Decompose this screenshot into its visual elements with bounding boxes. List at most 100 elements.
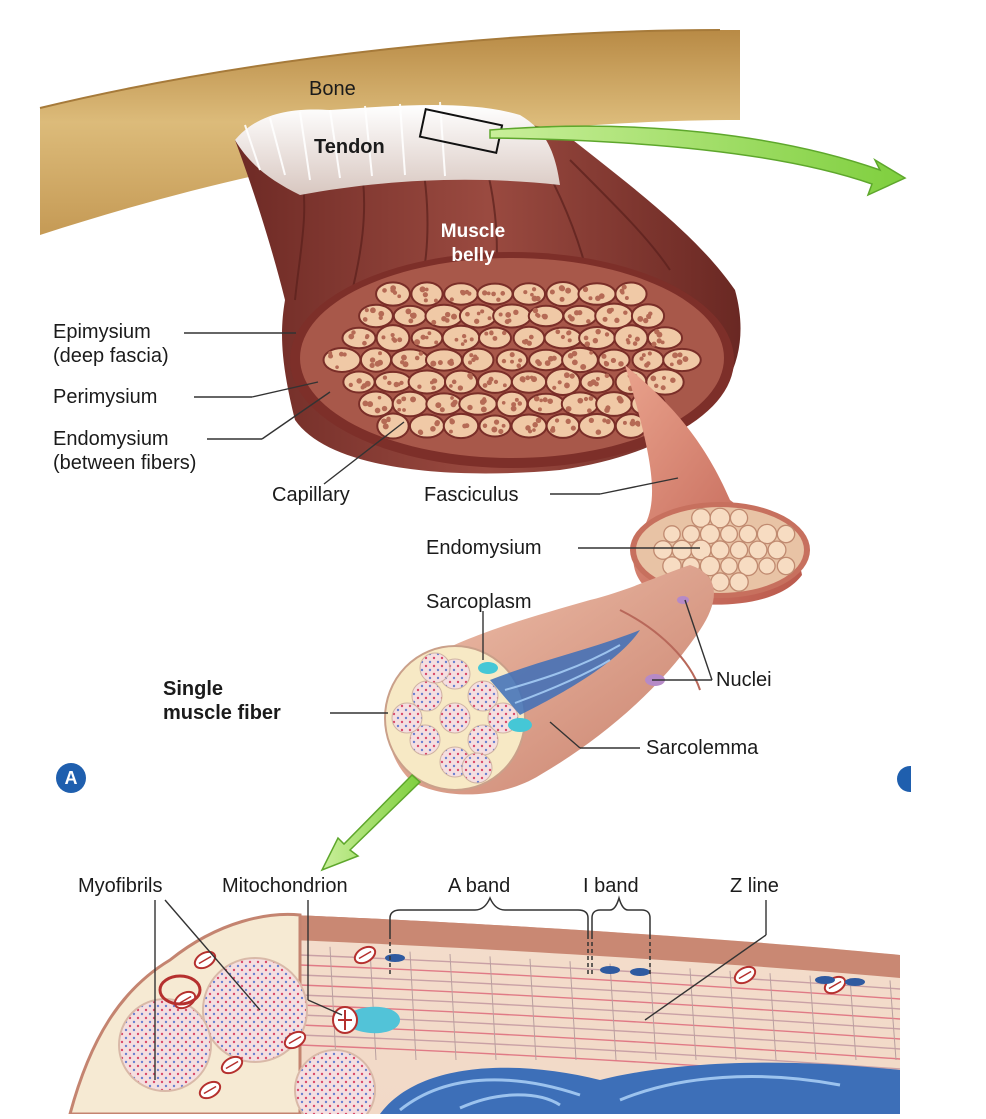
fiber-dot (444, 311, 451, 318)
fiber-dot (625, 338, 630, 342)
fiber-dot (523, 290, 528, 295)
fiber-dot (603, 361, 610, 367)
myofibril (461, 752, 493, 784)
fiber-dot (632, 341, 638, 346)
fiber-dot (480, 309, 485, 314)
z-disc-line (689, 968, 697, 1061)
fiber-bundle (748, 540, 768, 560)
fiber-dot (606, 308, 613, 314)
fiber-dot (530, 292, 534, 297)
fiber-dot (396, 382, 401, 387)
fiber-dot (533, 395, 540, 402)
mitochondrion-crista (358, 950, 372, 960)
fiber-bundle (710, 572, 730, 592)
fiber-myofibrils (391, 652, 519, 784)
fiber-dot (566, 330, 572, 335)
fiber-dot (449, 419, 455, 425)
fiber-dot (539, 398, 543, 403)
fiber-dot (423, 298, 428, 303)
fiber-dot (510, 359, 515, 364)
fiber-dot (577, 397, 584, 404)
fiber-dot (348, 382, 353, 388)
label-muscle-belly-2: belly (451, 245, 495, 266)
fiber-dot (491, 426, 498, 433)
mitochondrion-crista (178, 995, 192, 1005)
fascicle (458, 392, 498, 416)
fiber-dot (390, 332, 395, 338)
fiber-dot (587, 408, 592, 414)
z-disc-line (649, 965, 657, 1061)
fascicle (408, 413, 446, 439)
fiber-dot (559, 285, 566, 292)
fiber-dot (419, 286, 426, 293)
fiber-dot (401, 354, 407, 361)
fiber-dot (461, 333, 467, 339)
fascicle (645, 368, 685, 396)
label-a-band: A band (448, 875, 511, 897)
striation-line (299, 984, 901, 1020)
fiber-dot (532, 428, 536, 432)
fiber-bundle (699, 555, 721, 577)
fiber-dot (621, 284, 627, 290)
fiber-dot (467, 291, 472, 296)
myofibril (467, 680, 499, 712)
fiber-dot (468, 360, 473, 365)
fiber-dot (501, 358, 507, 364)
fiber-dot (382, 423, 389, 430)
fiber-dot (536, 360, 542, 367)
label-capillary: Capillary (272, 484, 350, 506)
fiber-dot (548, 355, 554, 362)
fiber-dot (618, 361, 624, 367)
z-disc-line (609, 963, 617, 1061)
fiber-dot (559, 296, 565, 302)
mitochondrion-crista (198, 955, 212, 965)
mitochondrion-crista (828, 980, 842, 990)
fiber-dot (622, 420, 627, 425)
fiber-dot (624, 296, 629, 300)
fiber-dot (570, 425, 576, 431)
fiber-dot (521, 339, 527, 344)
fascicle (510, 370, 548, 394)
fiber-dot (542, 397, 548, 403)
fiber-dot (434, 340, 439, 345)
fascicle (458, 303, 498, 329)
fiber-dot (433, 298, 438, 303)
fiber-dot (604, 332, 610, 337)
fiber-dot (469, 353, 474, 358)
fascicle (441, 324, 481, 352)
fiber-bundle (729, 508, 749, 528)
z-disc-line (889, 980, 897, 1061)
fiber-dot (360, 385, 365, 390)
fiber-dot (510, 405, 517, 412)
fiber-dot (451, 313, 457, 320)
label-tendon: Tendon (314, 136, 385, 158)
fiber-dot (634, 336, 640, 342)
fiber-dot (641, 353, 646, 358)
fiber-dot (552, 385, 557, 390)
fiber-dot (367, 401, 374, 408)
fiber-dot (528, 334, 534, 340)
fiber-dot (482, 423, 488, 428)
fiber-dot (414, 339, 421, 346)
fascicle (595, 391, 633, 417)
fiber-dot (410, 396, 416, 403)
fiber-dot (457, 385, 464, 391)
fiber-dot (401, 396, 407, 402)
fiber-dot (551, 426, 556, 430)
z-disc-line (809, 975, 817, 1061)
fiber-dot (496, 297, 501, 302)
fiber-bundle (653, 540, 673, 560)
fiber-dot (378, 310, 385, 317)
fiber-dot (604, 407, 610, 413)
fiber-bundle (663, 525, 681, 543)
fiber-dot (604, 373, 610, 379)
fiber-dot (592, 337, 599, 344)
fiber-dot (554, 418, 560, 423)
fiber-dot (498, 428, 504, 435)
fiber-dot (531, 287, 537, 292)
fiber-dot (654, 329, 660, 335)
fiber-dot (587, 380, 594, 387)
label-epimysium-2: (deep fascia) (53, 345, 169, 367)
fiber-dot (460, 290, 466, 296)
fiber-dot (577, 310, 583, 316)
